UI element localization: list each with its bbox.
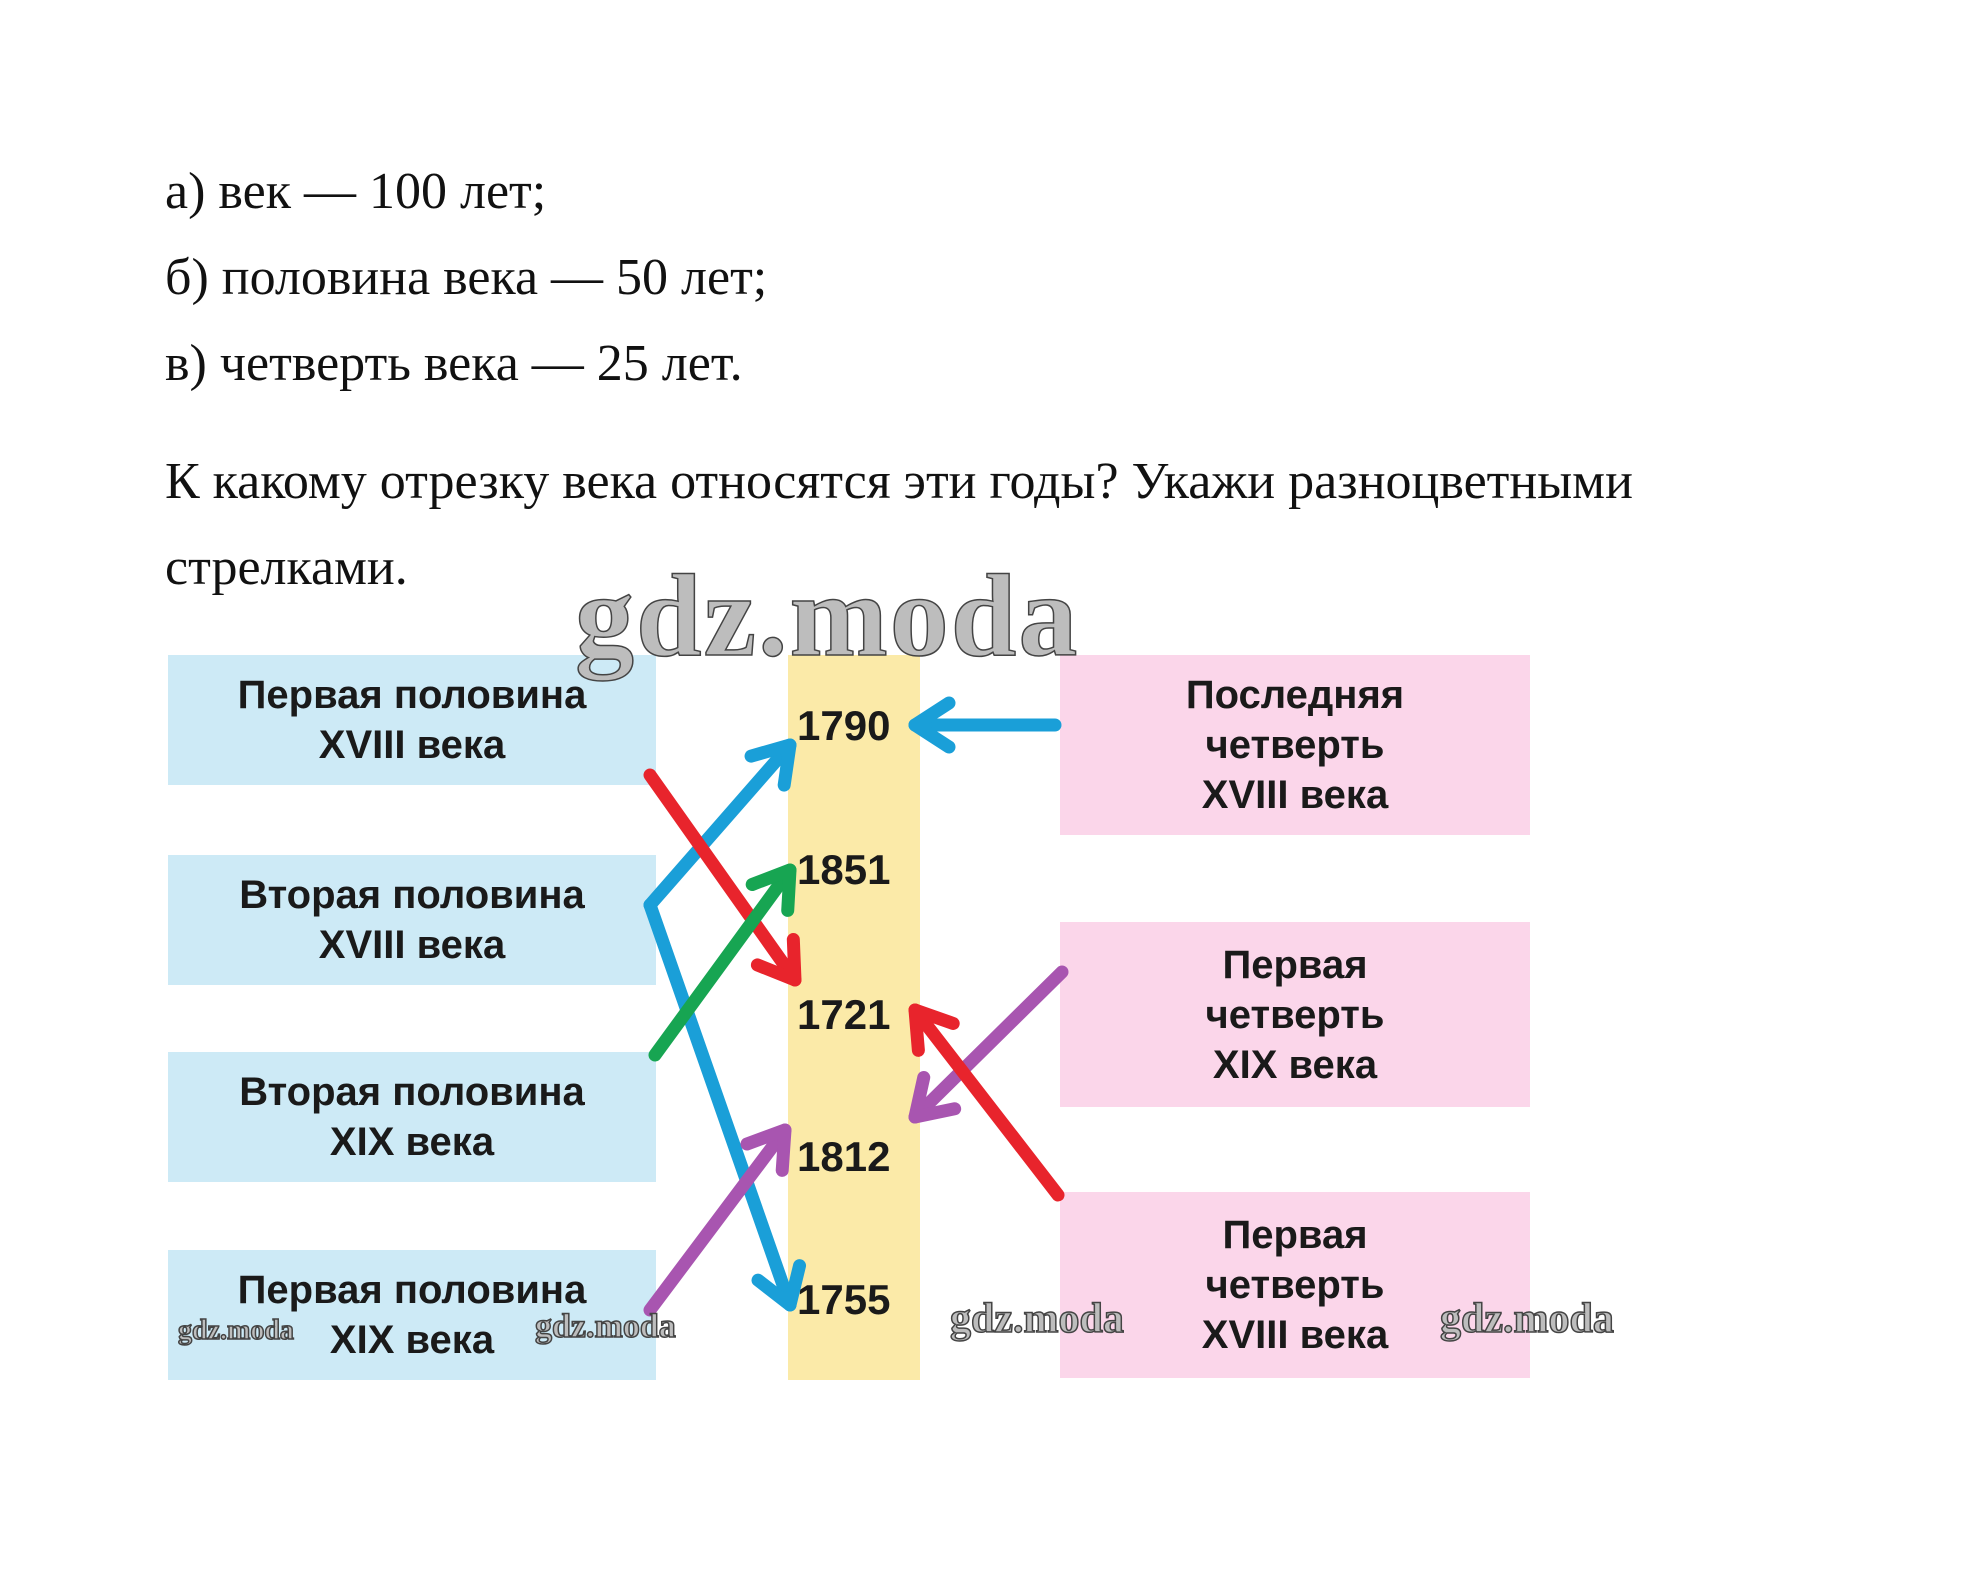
arrow-3 [643,768,802,987]
left-period-box-1[interactable]: Первая половина XVIII века [168,655,656,785]
left-period-2-line1: Вторая половина [239,873,585,917]
definition-century: а) век — 100 лет; [165,163,547,220]
arrow-head-icon [908,696,956,754]
arrow-head-icon [740,1123,792,1177]
year-1851[interactable]: 1851 [797,846,891,893]
arrow-shaft [908,965,1069,1124]
watermark-main: gdz.moda [574,549,1080,682]
year-1812[interactable]: 1812 [797,1133,891,1180]
left-period-1-line1: Первая половина [237,673,587,717]
arrow-4 [648,863,797,1062]
arrow-6 [908,696,1062,754]
right-period-3-line2: четверть [1205,1263,1385,1307]
right-period-1-line3: XVIII века [1201,773,1389,817]
left-period-4-line2: XIX века [329,1318,495,1362]
year-1721[interactable]: 1721 [797,991,891,1038]
left-period-box-4[interactable]: Первая половина XIX века [168,1250,656,1380]
question-line-1: К какому отрезку века относятся эти годы… [165,453,1633,510]
left-period-4-line1: Первая половина [237,1268,587,1312]
definition-quarter-century: в) четверть века — 25 лет. [165,335,743,392]
left-period-3-line2: XIX века [329,1120,495,1164]
right-period-box-2[interactable]: Первая четверть XIX века [1060,922,1530,1107]
arrow-2 [643,898,807,1312]
arrow-head-icon [744,738,797,792]
arrow-7 [908,965,1069,1124]
year-column [788,655,920,1380]
right-period-3-line1: Первая [1222,1213,1368,1257]
arrow-head-icon [745,863,797,917]
left-period-box-2[interactable]: Вторая половина XVIII века [168,855,656,985]
left-period-1-line2: XVIII века [318,723,506,767]
watermark-small-2: gdz.moda [534,1307,676,1346]
right-period-box-3[interactable]: Первая четверть XVIII века [1060,1192,1530,1378]
arrow-8 [908,1003,1065,1202]
left-period-box-3[interactable]: Вторая половина XIX века [168,1052,656,1182]
watermark-small-4: gdz.moda [1439,1295,1614,1343]
right-period-1-line2: четверть [1205,723,1385,767]
right-period-2-line3: XIX века [1212,1042,1378,1087]
watermark-small-1: gdz.moda [177,1314,294,1347]
arrow-shaft [643,1123,792,1317]
question-line-2: стрелками. [165,539,408,596]
left-period-2-line2: XVIII века [318,923,506,967]
arrow-shaft [908,1003,1065,1202]
arrow-shaft [643,768,802,987]
definition-half-century: б) половина века — 50 лет; [165,249,768,306]
arrow-5 [643,1123,792,1317]
watermark-small-3: gdz.moda [949,1295,1124,1343]
arrow-1 [643,738,797,912]
right-period-2-line2: четверть [1205,992,1385,1037]
arrow-head-icon [908,1070,962,1124]
arrow-shaft [643,738,797,912]
right-period-3-line3: XVIII века [1201,1313,1389,1357]
arrow-shaft [643,898,797,1312]
left-period-3-line1: Вторая половина [239,1070,585,1114]
year-1755[interactable]: 1755 [797,1276,891,1323]
arrow-shaft [648,863,797,1062]
right-period-box-1[interactable]: Последняя четверть XVIII века [1060,655,1530,835]
year-1790[interactable]: 1790 [797,702,891,749]
right-period-1-line1: Последняя [1185,673,1405,717]
right-period-2-line1: Первая [1222,942,1368,987]
arrow-head-icon [908,1003,960,1057]
